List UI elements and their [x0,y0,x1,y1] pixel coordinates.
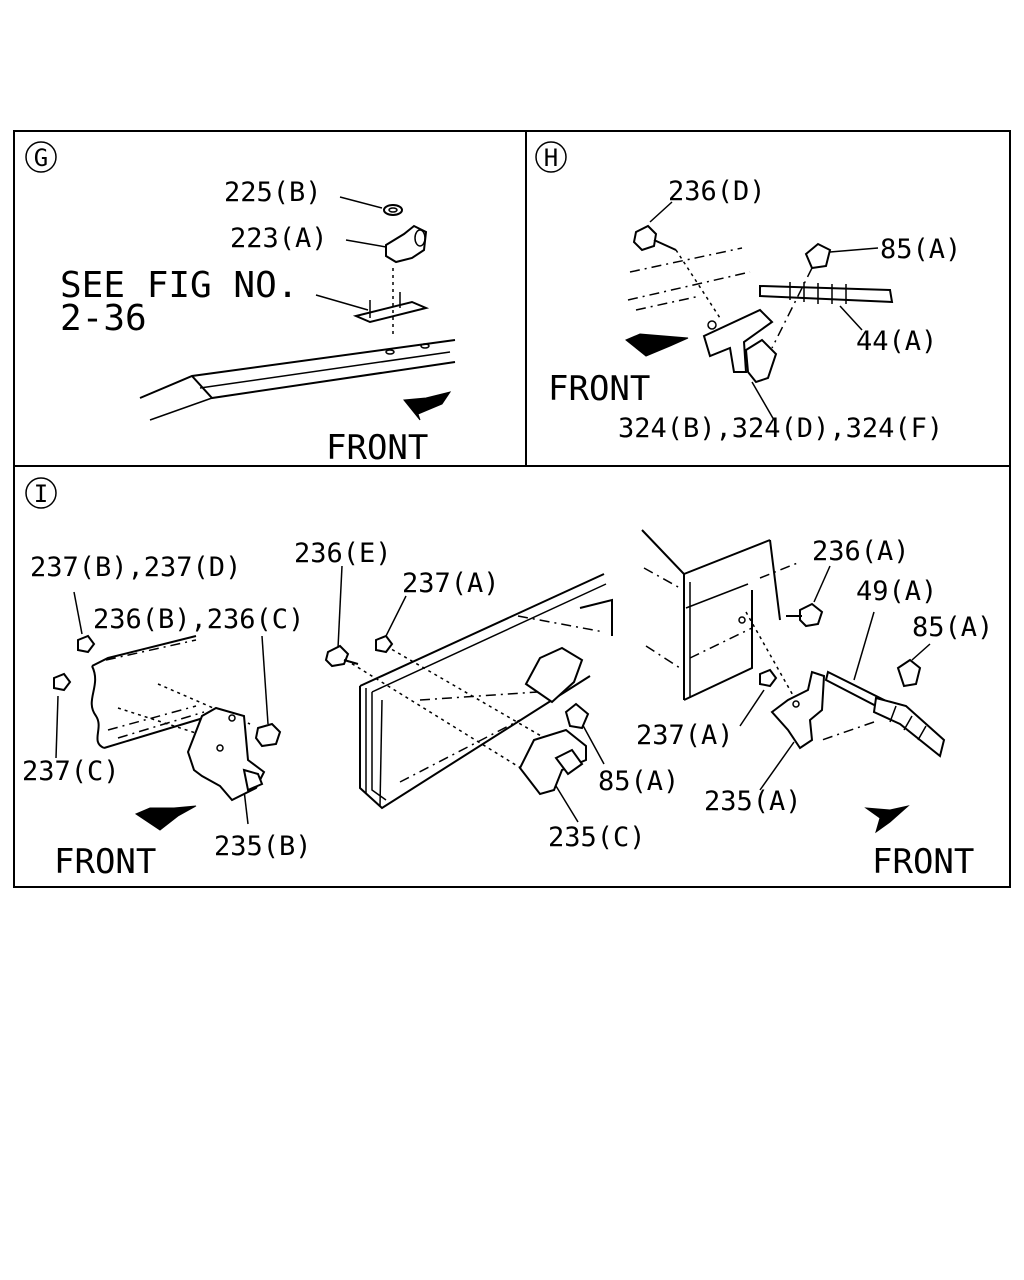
front-arrow-right [864,805,910,834]
front-arrow-g [403,391,452,421]
callout-236e: 236(E) [294,538,392,569]
panel-h-marker: H [544,144,558,172]
see-fig-line2: 2-36 [60,298,147,339]
callout-324: 324(B),324(D),324(F) [618,413,943,444]
front-label-g: FRONT [326,428,428,468]
callout-49a: 49(A) [856,576,937,607]
panel-h: H 236(D) 85(A) 44(A) FRONT 324(B),324(D)… [535,141,961,444]
panel-i-frame [13,465,1011,888]
callout-236d: 236(D) [668,176,766,207]
panel-i-marker-circle [25,477,57,509]
panel-i: I 237(B),237(D) 236(B),236(C) 237(C) 235… [22,477,993,882]
callout-235b: 235(B) [214,831,312,862]
callout-237a-mid: 237(A) [402,568,500,599]
panel-g-marker-circle [25,141,57,173]
see-fig-line1: SEE FIG NO. [60,265,298,306]
callout-236a: 236(A) [812,536,910,567]
callout-225b: 225(B) [224,177,322,208]
callout-235a: 235(A) [704,786,802,817]
front-right: FRONT [872,842,974,882]
callout-237a-right: 237(A) [636,720,734,751]
panel-h-marker-circle [535,141,567,173]
callout-237c: 237(C) [22,756,120,787]
front-label-h: FRONT [548,369,650,409]
panel-g: G 225(B) 223(A) SEE FIG NO. 2-36 FRONT [25,141,456,468]
front-left: FRONT [54,842,156,882]
panel-i-marker: I [34,480,48,508]
callout-223a: 223(A) [230,223,328,254]
callout-85a-right: 85(A) [912,612,993,643]
front-arrow-h [625,333,689,357]
callout-237bd: 237(B),237(D) [30,552,241,583]
callout-236bc: 236(B),236(C) [93,604,304,635]
front-arrow-left [134,805,197,831]
callout-235c: 235(C) [548,822,646,853]
callout-85a-h: 85(A) [880,234,961,265]
callout-85a-mid: 85(A) [598,766,679,797]
callout-44a: 44(A) [856,326,937,357]
panel-g-marker: G [34,144,48,172]
